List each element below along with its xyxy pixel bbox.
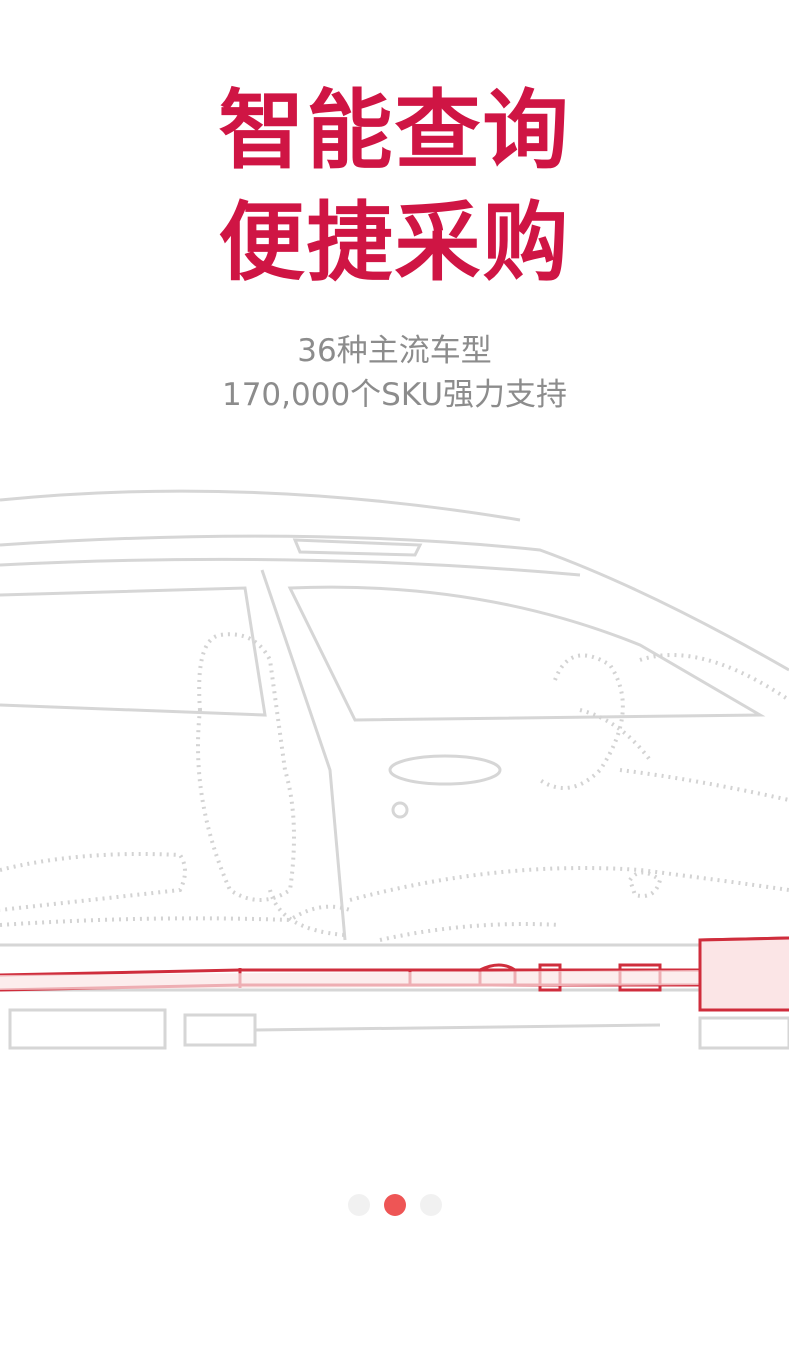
page-dot-3[interactable] xyxy=(419,1194,442,1216)
page-indicator[interactable] xyxy=(0,1194,789,1216)
headline-line-1: 智能查询 xyxy=(218,81,571,181)
page-dot-2-active[interactable] xyxy=(383,1194,406,1216)
headline-line-2: 便捷采购 xyxy=(218,193,571,293)
car-cutaway-icon xyxy=(0,489,789,1050)
page-dot-1[interactable] xyxy=(347,1194,370,1216)
subtitle-line-2: 170,000个SKU强力支持 xyxy=(221,377,568,413)
subtitle-line-1: 36种主流车型 xyxy=(297,333,492,369)
